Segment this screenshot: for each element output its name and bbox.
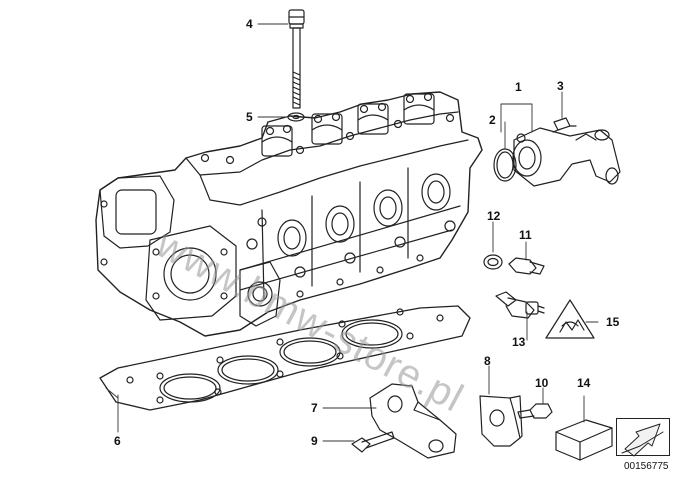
- callout-11: 11: [519, 228, 532, 242]
- warning-label: [545, 299, 595, 339]
- engine-bracket: [369, 383, 457, 459]
- callout-15: 15: [606, 315, 620, 329]
- bracket-bolt: [351, 431, 395, 453]
- parts-kit-box: [555, 419, 613, 461]
- callout-7: 7: [311, 401, 318, 415]
- callout-10: 10: [535, 376, 549, 390]
- plate-bolt: [517, 403, 553, 419]
- bracket-plate: [479, 395, 523, 447]
- callout-4: 4: [246, 17, 253, 31]
- diagram-number: 00156775: [624, 461, 669, 472]
- flange-bolt: [552, 117, 577, 133]
- callout-12: 12: [487, 209, 501, 223]
- callout-3: 3: [557, 79, 564, 93]
- callout-14: 14: [577, 376, 591, 390]
- coolant-flange: [512, 127, 621, 187]
- next-diagram-button[interactable]: [616, 418, 670, 456]
- callout-6: 6: [114, 434, 121, 448]
- o-ring: [493, 148, 517, 182]
- head-gasket: [99, 305, 471, 411]
- leader-lines: [105, 23, 599, 442]
- temperature-sensor: [495, 291, 545, 319]
- callout-2: 2: [489, 113, 496, 127]
- callout-9: 9: [311, 434, 318, 448]
- callout-13: 13: [512, 335, 526, 349]
- callout-1: 1: [515, 80, 522, 94]
- screw-plug: [508, 257, 545, 275]
- seal-ring: [483, 254, 503, 270]
- head-bolt: [288, 9, 305, 109]
- callout-8: 8: [484, 354, 491, 368]
- arrow-down-left-icon: [621, 423, 664, 457]
- callout-5: 5: [246, 110, 253, 124]
- cylinder-head: [95, 91, 483, 337]
